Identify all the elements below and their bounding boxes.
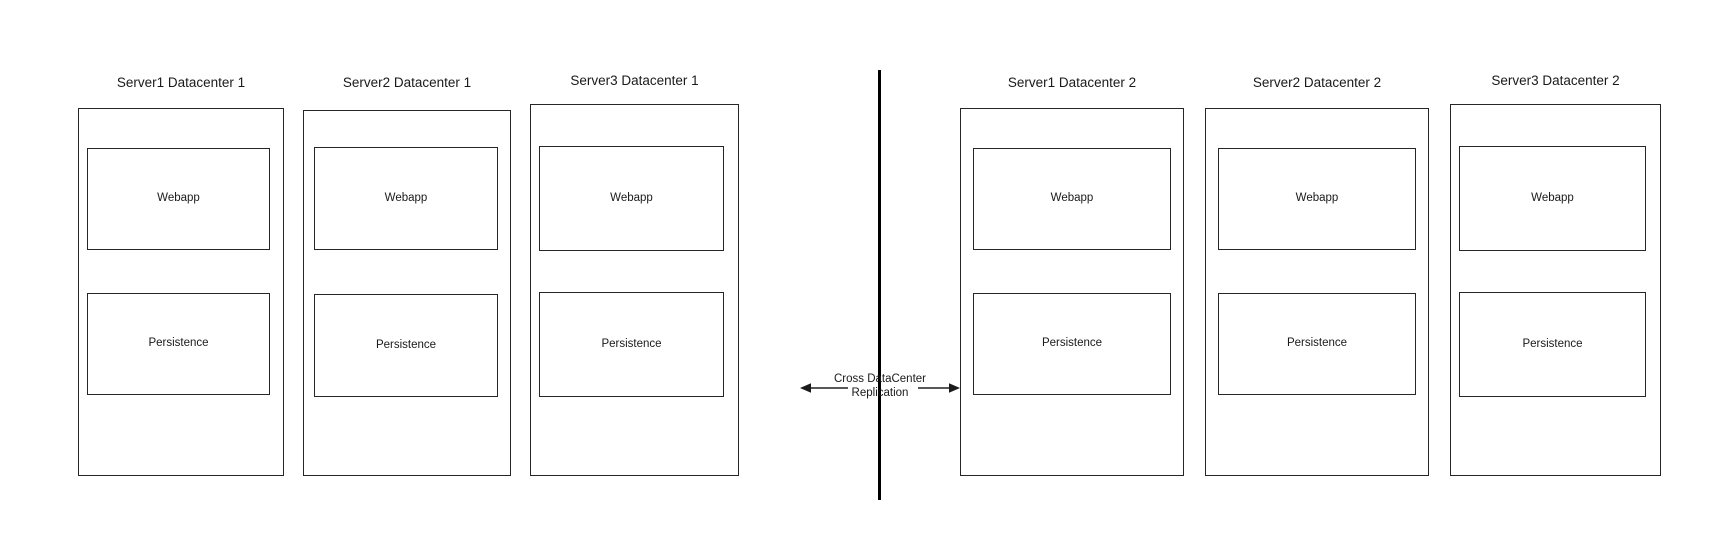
replication-label: Cross DataCenter Replication — [790, 372, 970, 401]
component-box-persistence[interactable]: Persistence — [973, 293, 1171, 395]
component-label: Webapp — [157, 192, 200, 205]
component-label: Webapp — [1050, 192, 1094, 205]
component-label: Webapp — [384, 191, 428, 204]
component-label: Webapp — [1531, 191, 1574, 204]
component-label: Persistence — [1041, 337, 1103, 350]
datacenter-divider — [878, 70, 881, 500]
server-title: Server2 Datacenter 2 — [1252, 75, 1382, 90]
server-column-dc2-server2: Server2 Datacenter 2 Webapp Persistence — [1205, 70, 1429, 480]
component-box-webapp[interactable]: Webapp — [973, 148, 1171, 250]
server-title: Server3 Datacenter 1 — [570, 73, 699, 88]
replication-label-line1: Cross DataCenter — [833, 373, 927, 385]
component-label: Webapp — [610, 191, 653, 204]
arrow-right-icon — [918, 383, 960, 393]
component-box-webapp[interactable]: Webapp — [314, 147, 498, 250]
component-label: Persistence — [601, 337, 662, 350]
component-label: Webapp — [1295, 192, 1339, 205]
server-title: Server2 Datacenter 1 — [342, 75, 472, 90]
replication-arrows — [800, 383, 960, 393]
server-column-dc1-server1: Server1 Datacenter 1 Webapp Persistence — [78, 70, 284, 480]
server-column-dc1-server3: Server3 Datacenter 1 Webapp Persistence — [530, 68, 739, 480]
component-label: Persistence — [1286, 337, 1348, 350]
server-column-dc1-server2: Server2 Datacenter 1 Webapp Persistence — [303, 70, 511, 480]
component-box-persistence[interactable]: Persistence — [314, 294, 498, 397]
server-title: Server1 Datacenter 1 — [116, 75, 246, 90]
arrow-left-icon — [800, 383, 848, 393]
component-box-persistence[interactable]: Persistence — [1218, 293, 1416, 395]
server-column-dc2-server3: Server3 Datacenter 2 Webapp Persistence — [1450, 68, 1661, 480]
component-box-persistence[interactable]: Persistence — [1459, 292, 1646, 397]
server-title: Server1 Datacenter 2 — [1007, 75, 1137, 90]
replication-label-line2: Replication — [851, 387, 909, 400]
cross-datacenter-replication: Cross DataCenter Replication — [790, 350, 970, 410]
component-box-persistence[interactable]: Persistence — [539, 292, 724, 397]
component-label: Persistence — [1522, 337, 1583, 350]
component-label: Persistence — [148, 337, 209, 350]
component-label: Persistence — [375, 338, 437, 351]
component-box-webapp[interactable]: Webapp — [1218, 148, 1416, 250]
component-box-webapp[interactable]: Webapp — [87, 148, 270, 250]
server-column-dc2-server1: Server1 Datacenter 2 Webapp Persistence — [960, 70, 1184, 480]
component-box-webapp[interactable]: Webapp — [1459, 146, 1646, 251]
component-box-persistence[interactable]: Persistence — [87, 293, 270, 395]
server-title: Server3 Datacenter 2 — [1491, 73, 1620, 88]
component-box-webapp[interactable]: Webapp — [539, 146, 724, 251]
